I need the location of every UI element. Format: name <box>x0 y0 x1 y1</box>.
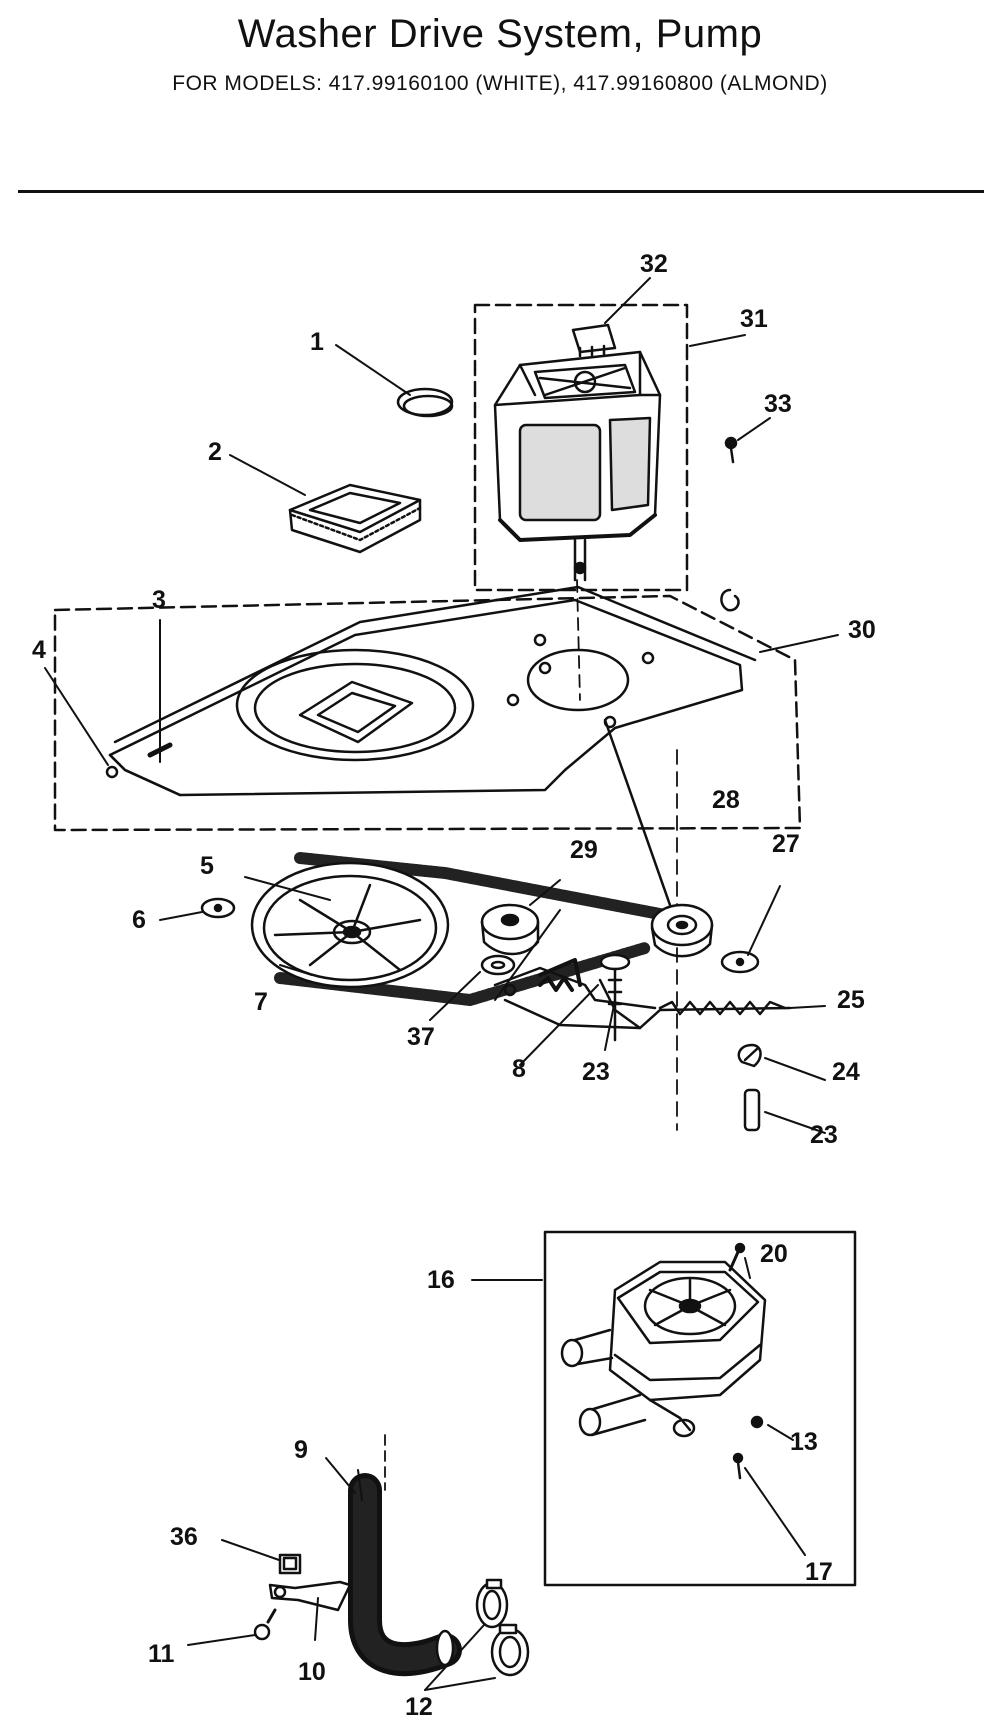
callout-32: 32 <box>640 250 668 278</box>
callout-2: 2 <box>208 438 222 466</box>
callout-3: 3 <box>152 586 166 614</box>
screw-part-17 <box>732 1452 744 1480</box>
header-divider <box>18 190 984 193</box>
callout-20: 20 <box>760 1240 788 1268</box>
pump-part <box>560 1260 767 1438</box>
spring-clip-part <box>396 387 454 418</box>
callout-7: 7 <box>254 988 268 1016</box>
motor-pad-part <box>288 483 422 554</box>
large-pulley-part <box>250 861 450 989</box>
callout-12: 12 <box>405 1693 433 1717</box>
callout-numbers: 1 2 3 4 5 6 7 37 8 23 29 28 27 25 24 23 … <box>32 250 876 1717</box>
base-plate-part <box>108 585 757 797</box>
washer-part-6 <box>200 897 236 919</box>
callout-leaders <box>44 277 839 1691</box>
callout-25: 25 <box>837 986 865 1014</box>
drain-hose-part <box>348 1473 462 1677</box>
pin-part-23 <box>743 1088 761 1132</box>
screw-part-13 <box>750 1415 764 1429</box>
motor-pulley-part <box>650 903 714 958</box>
callout-5: 5 <box>200 852 214 880</box>
callout-37: 37 <box>407 1023 435 1051</box>
callout-30: 30 <box>848 616 876 644</box>
callout-33: 33 <box>764 390 792 418</box>
diagram-title: Washer Drive System, Pump <box>237 12 763 56</box>
pump-assembly-box <box>543 1230 857 1587</box>
callout-31: 31 <box>740 305 768 333</box>
screw-part-20 <box>728 1242 746 1272</box>
callout-10: 10 <box>298 1658 326 1686</box>
callout-1: 1 <box>310 328 324 356</box>
screw-part-33 <box>724 436 738 464</box>
motor-assembly-box <box>473 303 689 592</box>
callout-17: 17 <box>805 1558 833 1586</box>
screw-part-4 <box>105 765 119 779</box>
callout-9: 9 <box>294 1436 308 1464</box>
callout-27: 27 <box>772 830 800 858</box>
callout-36: 36 <box>170 1523 198 1551</box>
callout-8: 8 <box>512 1055 526 1083</box>
clip-part <box>720 588 740 612</box>
idler-bracket-part <box>493 958 792 1030</box>
callout-16: 16 <box>427 1266 455 1294</box>
connector-part <box>571 323 617 358</box>
callout-29: 29 <box>570 836 598 864</box>
idler-spring-part <box>538 976 787 1016</box>
leader-line-28 <box>603 718 679 927</box>
base-plate-outline <box>53 594 802 832</box>
hose-clamp-upper <box>475 1578 509 1629</box>
callout-4: 4 <box>32 636 46 664</box>
hose-strap-part <box>268 1580 352 1612</box>
motor-part <box>493 350 662 582</box>
callout-28: 28 <box>712 786 740 814</box>
callout-23-pin: 23 <box>810 1121 838 1149</box>
screw-part-11 <box>253 1608 277 1641</box>
callout-11: 11 <box>148 1640 175 1668</box>
clip-part-24 <box>737 1043 762 1068</box>
callout-13: 13 <box>790 1428 818 1456</box>
callout-6: 6 <box>132 906 146 934</box>
idler-pulley-part <box>480 903 540 956</box>
hose-clamp-lower <box>490 1623 530 1677</box>
idler-washer-part <box>480 954 516 976</box>
shaft-centerline-motor <box>576 579 581 701</box>
models-subtitle: FOR MODELS: 417.99160100 (WHITE), 417.99… <box>172 72 828 95</box>
callout-23-bolt: 23 <box>582 1058 610 1086</box>
callout-24: 24 <box>832 1058 860 1086</box>
hose-clip-part <box>278 1553 302 1575</box>
washer-part-27 <box>720 950 760 974</box>
